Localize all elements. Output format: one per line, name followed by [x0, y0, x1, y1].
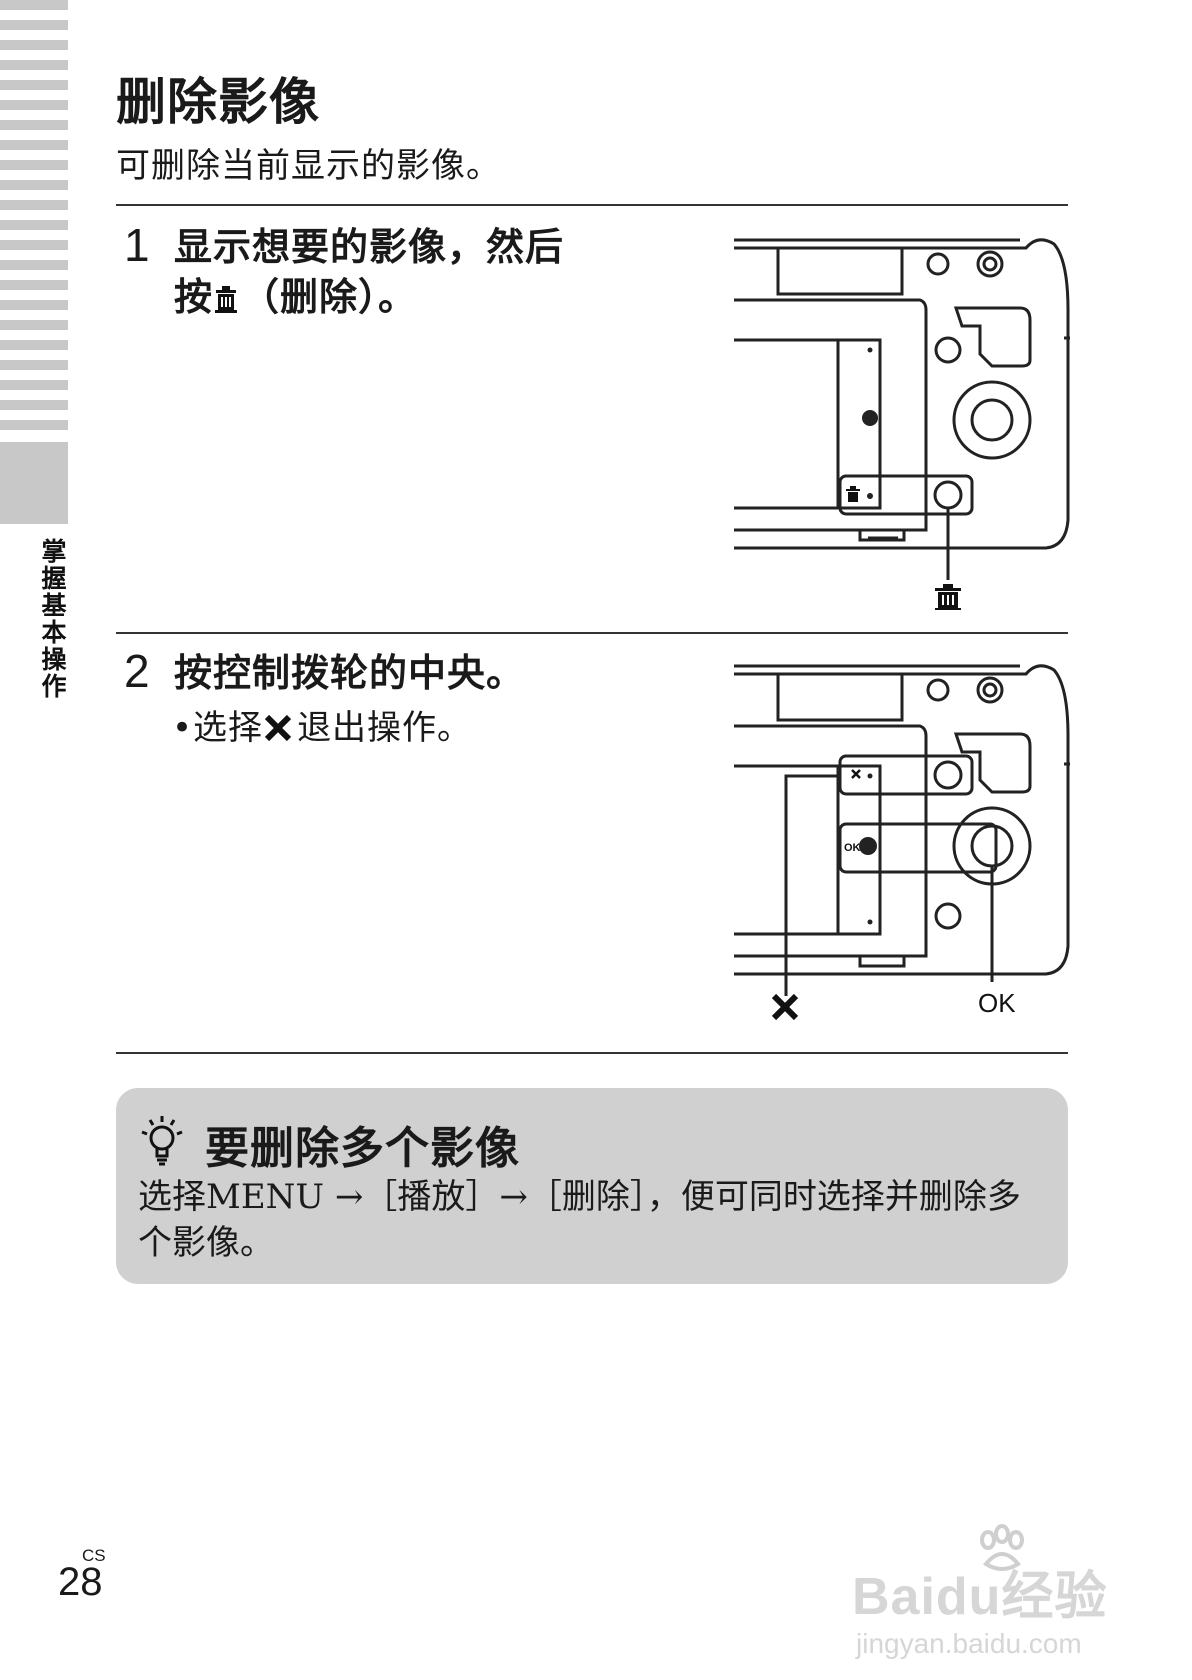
watermark: Baidu经验 jingyan.baidu.com — [852, 1524, 1152, 1664]
divider — [116, 204, 1068, 206]
step-1-line-2: 按（删除）。 — [174, 275, 418, 319]
tip-body: 选择MENU →［播放］→［删除］，便可同时选择并删除多个影像。 — [138, 1177, 1021, 1263]
watermark-main: Baidu经验 — [852, 1568, 1108, 1626]
side-stripes — [0, 0, 68, 430]
divider — [116, 1052, 1068, 1054]
side-label: 掌握基本操作 — [38, 538, 67, 700]
step-2-bullet: •选择退出操作。 — [172, 708, 473, 748]
trash-icon — [213, 276, 241, 313]
step-1-text: 显示想要的影像，然后 按（删除）。 — [174, 222, 564, 322]
watermark-sub: jingyan.baidu.com — [856, 1628, 1082, 1659]
ok-callout-label: OK — [978, 988, 1016, 1018]
divider — [116, 632, 1068, 634]
tip-box — [116, 1088, 1068, 1284]
paw-logo-icon — [980, 1524, 1024, 1571]
camera-diagram-2: OK OK — [734, 664, 1070, 1021]
side-tab — [0, 442, 68, 524]
step-1-line-1: 显示想要的影像，然后 — [174, 225, 565, 269]
lightbulb-icon — [136, 1116, 188, 1172]
ok-button-label: OK — [844, 842, 861, 854]
camera-diagram-1 — [734, 238, 1070, 610]
language-code: CS — [82, 1546, 106, 1565]
intro-text: 可删除当前显示的影像。 — [116, 146, 501, 186]
step-1-number: 1 — [124, 219, 150, 271]
page-title: 删除影像 — [116, 73, 320, 131]
page-number: 28 — [58, 1560, 103, 1604]
tip-title: 要删除多个影像 — [205, 1123, 520, 1174]
step-2-text: 按控制拨轮的中央。 — [174, 651, 526, 695]
step-2-number: 2 — [124, 645, 150, 697]
cross-icon — [263, 712, 297, 746]
